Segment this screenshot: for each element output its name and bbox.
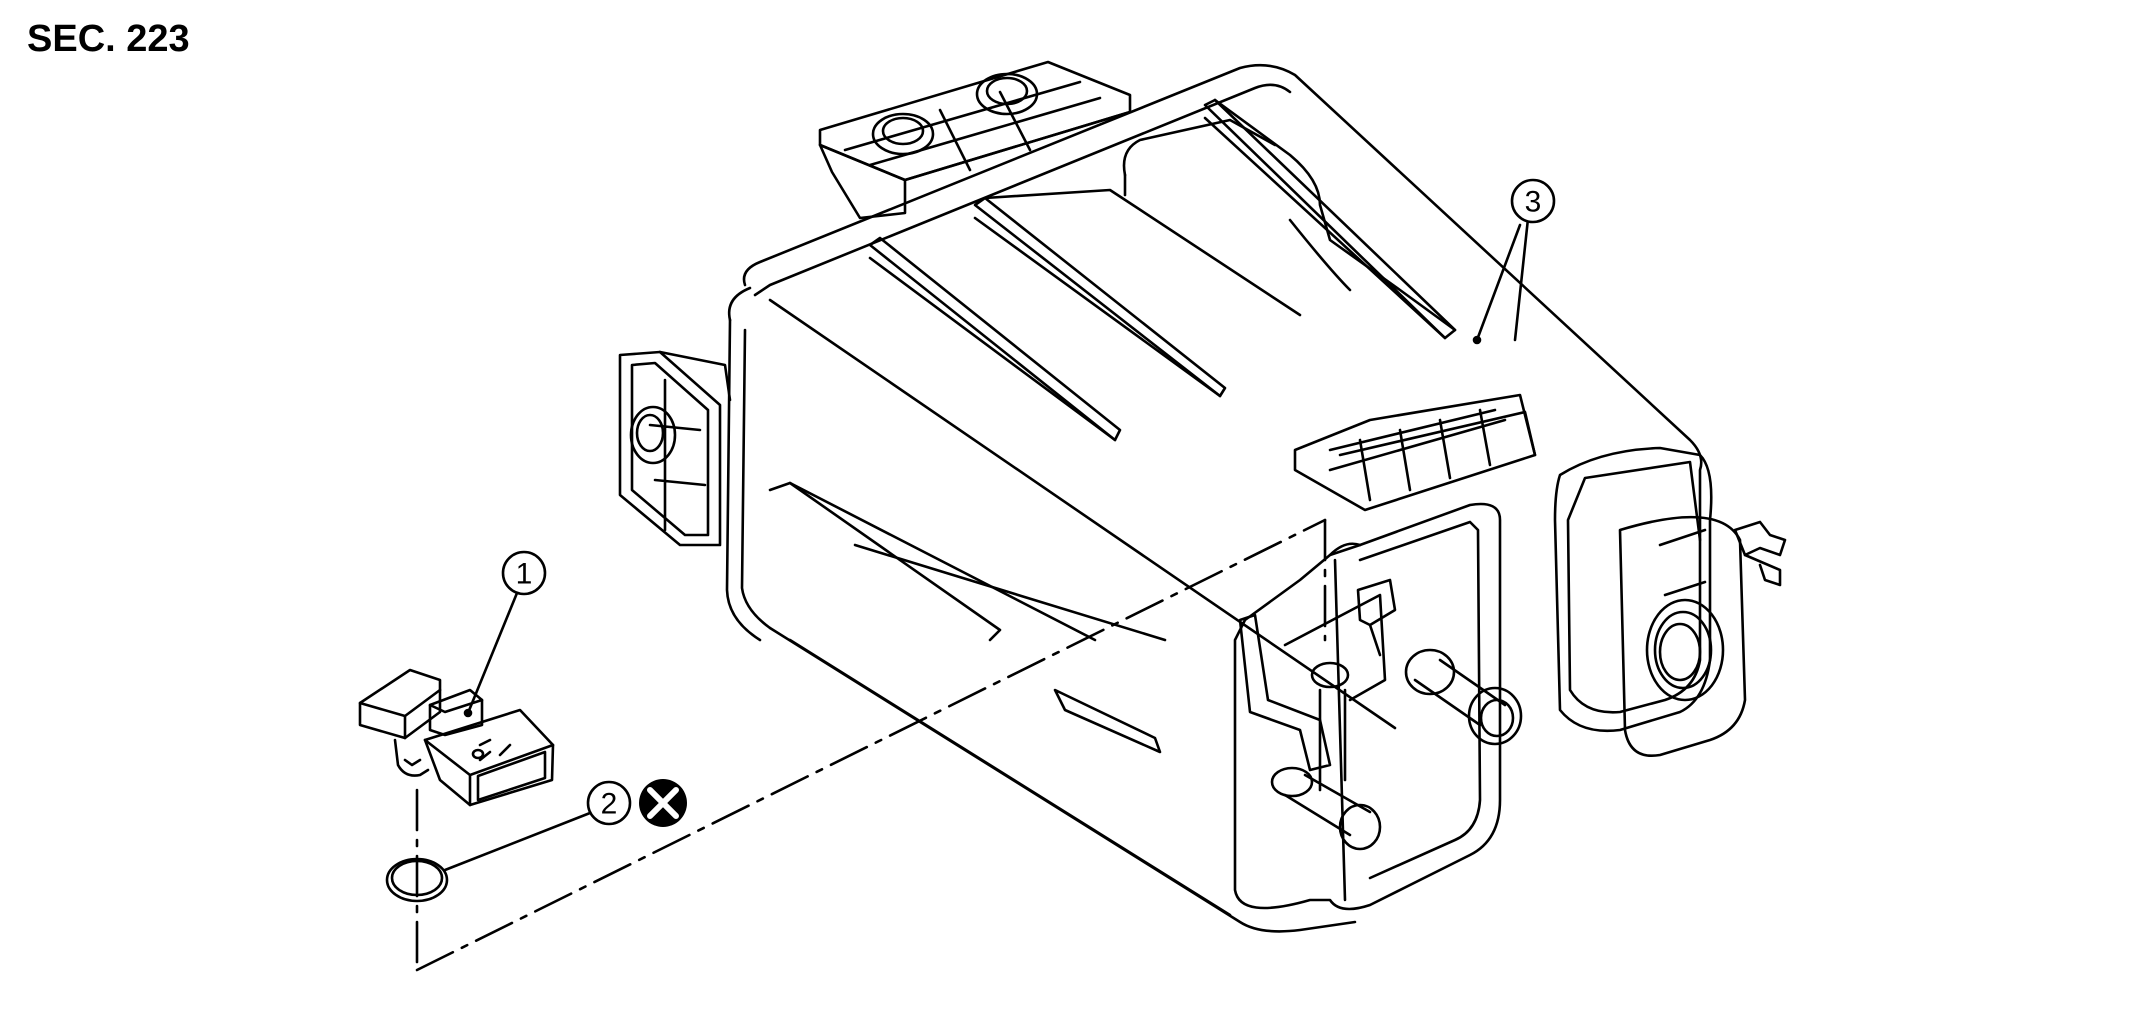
leader-lines (443, 591, 592, 872)
canister (618, 60, 1787, 933)
callout-2: 2 (586, 780, 632, 826)
do-not-reuse-icon (639, 779, 687, 827)
canister-front-end (1233, 502, 1523, 911)
callout-1-number: 1 (516, 558, 533, 591)
callout-3-number: 3 (1525, 186, 1542, 219)
callout-1: 1 (501, 550, 547, 596)
canister-top-ribs (868, 98, 1457, 442)
section-title: SEC. 223 (27, 18, 190, 60)
canister-top-bracket (818, 60, 1132, 220)
connector (358, 668, 555, 807)
callout-3-marker: 3 (1510, 178, 1556, 224)
assembly-centerline (415, 518, 1327, 972)
canister-side-bracket (618, 350, 732, 547)
canister-vent-grille (1293, 393, 1537, 512)
callout-3 (1472, 198, 1532, 345)
canister-end-cap (1553, 446, 1787, 758)
callout-2-number: 2 (601, 788, 618, 821)
